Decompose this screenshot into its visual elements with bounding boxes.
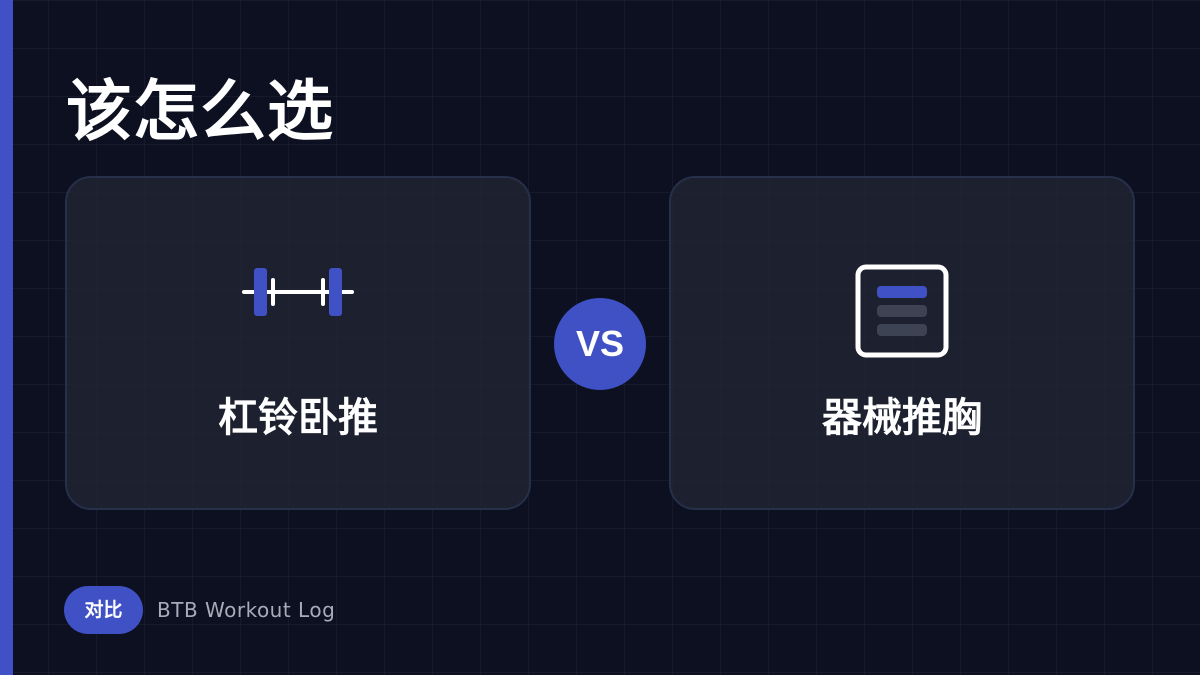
option-card-barbell: 杠铃卧推 — [65, 176, 531, 510]
option-label-machine: 器械推胸 — [822, 395, 982, 441]
footer-brand: BTB Workout Log — [157, 598, 336, 622]
option-card-machine: 器械推胸 — [669, 176, 1135, 510]
option-label-barbell: 杠铃卧推 — [218, 395, 378, 441]
barbell-icon — [242, 268, 354, 316]
machine-icon — [855, 264, 949, 358]
vs-badge: VS — [554, 298, 646, 390]
footer-tag: 对比 — [64, 586, 143, 634]
accent-bar — [0, 0, 13, 675]
page-title: 该怎么选 — [66, 73, 334, 150]
